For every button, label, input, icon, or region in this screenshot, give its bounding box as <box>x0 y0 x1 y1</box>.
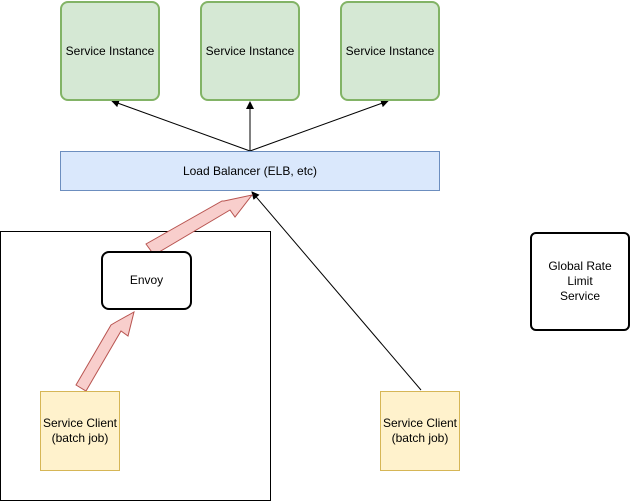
service-instance-3: Service Instance <box>340 1 440 101</box>
service-client-inner-label: Service Client (batch job) <box>42 416 118 445</box>
client-host-boundary <box>0 231 271 501</box>
flow-arrow-envoy-to-lb <box>145 194 254 256</box>
envoy-proxy: Envoy <box>101 251 192 310</box>
service-instance-1-label: Service Instance <box>65 43 155 58</box>
edge-lb-to-service-1 <box>111 99 251 152</box>
service-instance-2-label: Service Instance <box>205 43 295 58</box>
service-instance-2: Service Instance <box>200 1 300 101</box>
global-rate-limit-label: Global Rate Limit Service <box>548 259 612 303</box>
service-client-inner: Service Client (batch job) <box>40 391 120 471</box>
service-client-outer-label: Service Client (batch job) <box>382 416 458 445</box>
edge-outer-client-to-lb <box>251 191 422 391</box>
flow-arrow-client-to-envoy <box>75 311 135 392</box>
load-balancer: Load Balancer (ELB, etc) <box>60 151 440 191</box>
global-rate-limit-service: Global Rate Limit Service <box>530 232 630 331</box>
service-instance-3-label: Service Instance <box>345 43 435 58</box>
load-balancer-label: Load Balancer (ELB, etc) <box>182 163 318 178</box>
envoy-label: Envoy <box>129 273 164 287</box>
service-instance-1: Service Instance <box>60 1 160 101</box>
edge-lb-to-service-3 <box>249 99 389 152</box>
service-client-outer: Service Client (batch job) <box>380 391 460 471</box>
